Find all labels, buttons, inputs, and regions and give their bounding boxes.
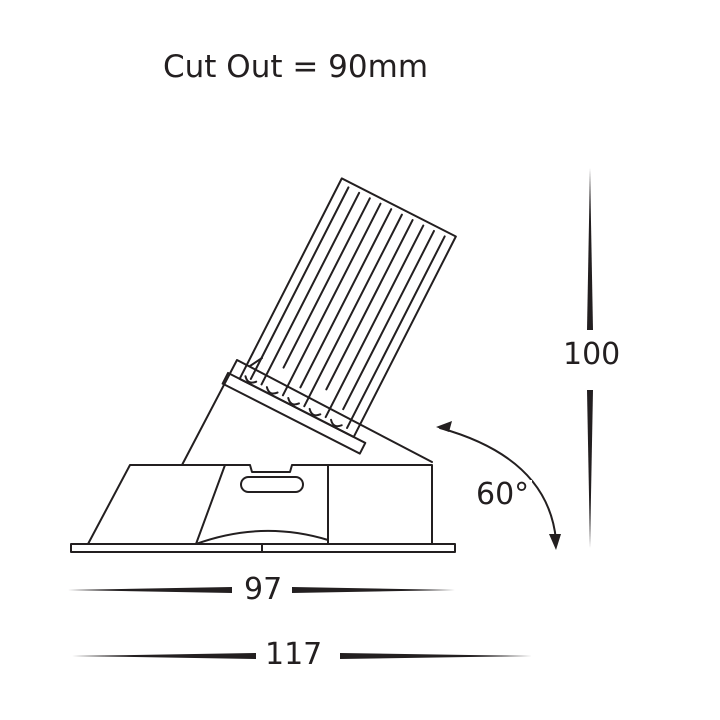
tilt-angle-label: 60°: [473, 480, 533, 510]
housing-face: [195, 464, 226, 545]
outer-width-dim-left: [72, 653, 256, 659]
tilt-yoke: [181, 359, 433, 466]
height-dimension-label: 100: [560, 340, 624, 370]
outer-width-dim-right: [340, 653, 532, 659]
inner-width-dim-left: [68, 587, 232, 593]
height-dim-upper: [587, 168, 593, 330]
housing-outline: [87, 464, 433, 545]
angle-arrowhead-bottom: [549, 534, 561, 550]
heat-sink: [221, 177, 457, 455]
inner-width-dim-right: [292, 587, 455, 593]
housing-arc: [195, 529, 329, 545]
inner-width-dimension-label: 97: [241, 575, 286, 605]
height-dim-lower: [587, 390, 593, 548]
angle-arc: [439, 427, 557, 541]
angle-arrowhead-top: [436, 421, 452, 432]
adjustment-slot: [240, 476, 304, 493]
outer-width-dimension-label: 117: [262, 640, 326, 670]
cutout-title: Cut Out = 90mm: [163, 49, 429, 85]
